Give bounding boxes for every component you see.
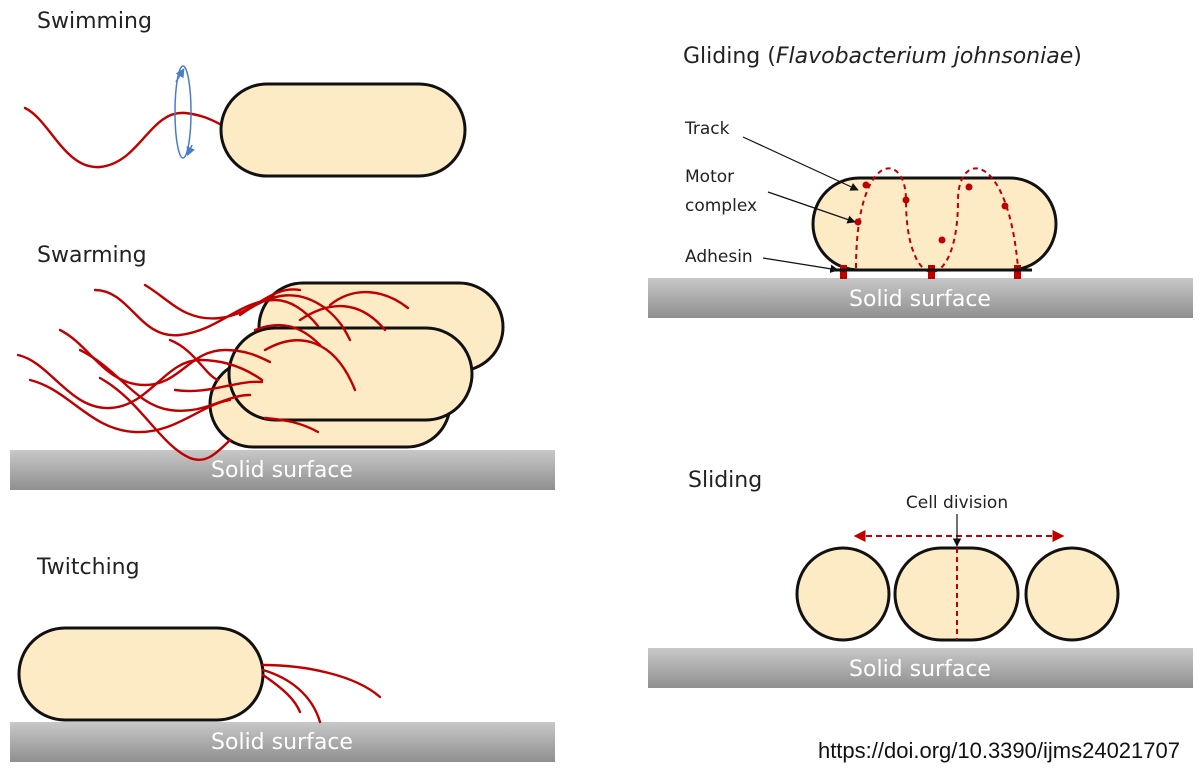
gliding-title-prefix: Gliding ( (683, 44, 776, 69)
motor-pointer-arrow (767, 191, 856, 224)
sliding-surface-label: Solid surface (849, 657, 991, 682)
swarming-title: Swarming (37, 243, 147, 268)
swarming-surface-label: Solid surface (211, 458, 353, 483)
adhesin-label: Adhesin (685, 247, 753, 267)
rotation-arrow-icon (174, 65, 195, 159)
cell-division-label: Cell division (906, 493, 1008, 513)
twitching-title: Twitching (36, 555, 140, 580)
twitching-solid-surface (10, 722, 555, 762)
doi-link[interactable]: https://doi.org/10.3390/ijms24021707 (818, 738, 1180, 763)
motor-complex-dots (854, 181, 1009, 244)
gliding-title-species: Flavobacterium johnsoniae (776, 44, 1073, 69)
track-pointer-arrow (742, 136, 859, 191)
adhesin-pointer-arrow (762, 257, 839, 273)
twitching-cell (17, 626, 265, 722)
sliding-solid-surface (648, 648, 1193, 688)
gliding-cell (811, 176, 1058, 272)
track-label: Track (684, 119, 730, 139)
twitching-surface-label: Solid surface (211, 730, 353, 755)
gliding-track (855, 167, 1019, 274)
swimming-cell (219, 82, 467, 178)
sliding-cell-right (1024, 546, 1120, 642)
gliding-title: Gliding (Flavobacterium johnsoniae) (683, 44, 1082, 69)
sliding-panel: Sliding Solid surface Cell division (648, 468, 1193, 688)
swarming-cell-front (227, 326, 474, 422)
twitching-panel: Twitching Solid surface (10, 555, 555, 762)
swarming-solid-surface (10, 450, 555, 490)
twitching-pili (261, 663, 382, 724)
gliding-solid-surface (648, 278, 1193, 318)
swarming-panel: Swarming Solid surface (10, 243, 555, 490)
swarming-flagella (16, 283, 410, 462)
sliding-cell-left (795, 546, 891, 642)
motor-label-line1: Motor (685, 167, 734, 187)
gliding-surface-label: Solid surface (849, 287, 991, 312)
motor-label-line2: complex (685, 196, 757, 216)
swimming-title: Swimming (37, 9, 152, 34)
sliding-title: Sliding (688, 468, 762, 493)
swimming-flagellum (23, 106, 226, 169)
gliding-panel: Gliding (Flavobacterium johnsoniae) Soli… (648, 44, 1193, 318)
gliding-title-suffix: ) (1073, 44, 1082, 69)
swimming-panel: Swimming (23, 9, 467, 178)
adhesin-markers (840, 265, 1021, 279)
